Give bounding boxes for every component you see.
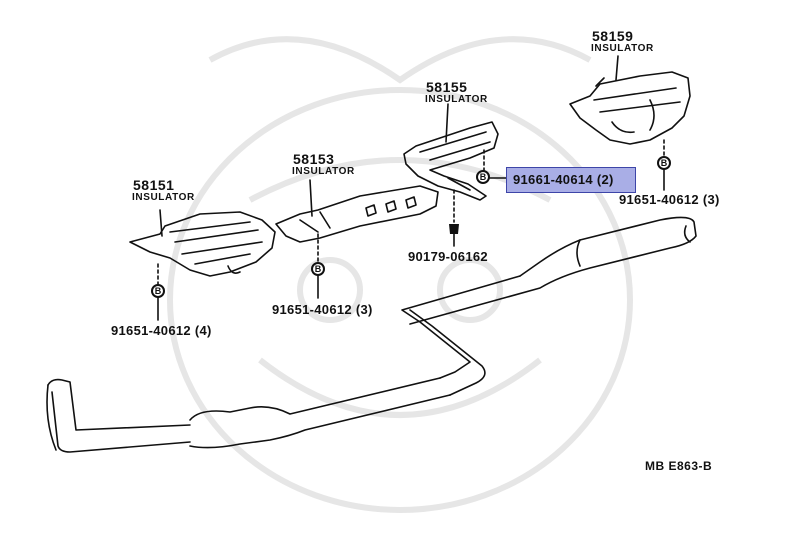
part-number-58155[interactable]: 58155 (426, 79, 468, 95)
bolt-icon: B (151, 284, 165, 298)
part-name-58151: INSULATOR (132, 192, 195, 203)
leader-lines (157, 55, 665, 321)
callout-bolt-highlight: 91661-40614 (2) (513, 172, 614, 187)
callout-bolt-right[interactable]: 91651-40612 (3) (619, 192, 720, 207)
part-name-58153: INSULATOR (292, 166, 355, 177)
callout-bolt-left[interactable]: 91651-40612 (4) (111, 323, 212, 338)
grommet-shape (449, 224, 459, 234)
diagram-code: MB E863-B (645, 459, 713, 473)
bolt-icon: B (476, 170, 490, 184)
insulator-58153-shape (275, 185, 439, 243)
callout-grommet[interactable]: 90179-06162 (408, 249, 488, 264)
part-name-58155: INSULATOR (425, 94, 488, 105)
bolt-icon: B (657, 156, 671, 170)
highlighted-callout[interactable]: 91661-40614 (2) (506, 167, 636, 193)
exhaust-pipe (46, 216, 697, 453)
insulator-58159-shape (569, 71, 691, 145)
callout-bolt-mid[interactable]: 91651-40612 (3) (272, 302, 373, 317)
part-number-58159[interactable]: 58159 (592, 28, 634, 44)
part-number-58151[interactable]: 58151 (133, 177, 175, 193)
bolt-icon: B (311, 262, 325, 276)
watermark-logo (167, 36, 633, 513)
part-name-58159: INSULATOR (591, 43, 654, 54)
insulator-58151-shape (129, 211, 276, 277)
part-number-58153[interactable]: 58153 (293, 151, 335, 167)
insulator-58155-shape (403, 121, 499, 201)
